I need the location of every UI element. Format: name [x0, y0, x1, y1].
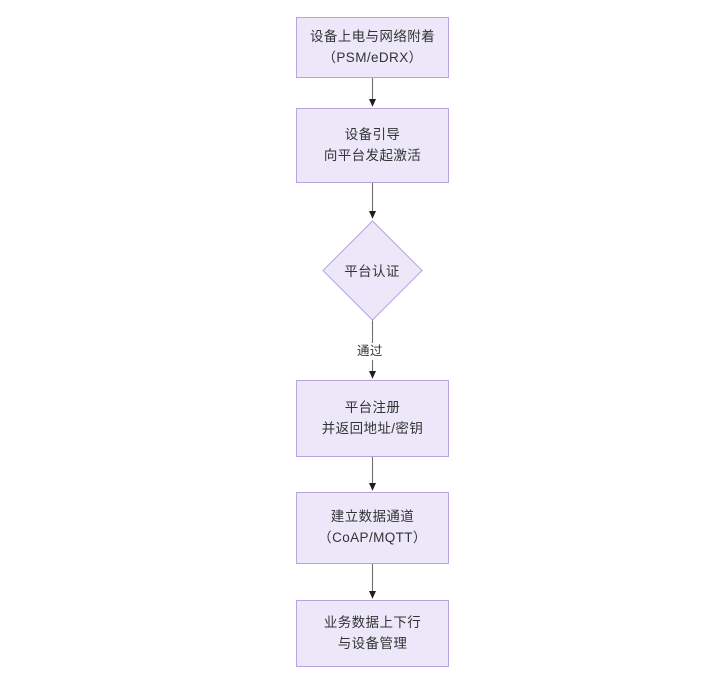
edge-label-pass: 通过 — [354, 343, 386, 360]
node-business-data[interactable]: 业务数据上下行 与设备管理 — [296, 600, 449, 667]
node-bootstrap-line2: 向平台发起激活 — [323, 147, 422, 163]
node-device-power-on[interactable]: 设备上电与网络附着 （PSM/eDRX） — [296, 17, 449, 78]
node-power-line1: 设备上电与网络附着 — [309, 28, 436, 44]
node-device-bootstrap[interactable]: 设备引导 向平台发起激活 — [296, 108, 449, 183]
node-data-channel[interactable]: 建立数据通道 （CoAP/MQTT） — [296, 492, 449, 564]
node-bootstrap-line1: 设备引导 — [344, 126, 401, 142]
node-channel-line2: （CoAP/MQTT） — [318, 530, 427, 545]
node-channel-line1: 建立数据通道 — [330, 509, 415, 525]
node-platform-register[interactable]: 平台注册 并返回地址/密钥 — [296, 380, 449, 457]
node-power-line2: （PSM/eDRX） — [322, 49, 423, 65]
node-business-line1: 业务数据上下行 — [323, 614, 422, 630]
node-auth-label: 平台认证 — [344, 264, 400, 279]
node-platform-authentication[interactable]: 平台认证 — [317, 219, 427, 321]
node-register-line2: 并返回地址/密钥 — [321, 420, 424, 436]
node-register-line1: 平台注册 — [344, 399, 401, 415]
node-business-line2: 与设备管理 — [337, 635, 408, 651]
